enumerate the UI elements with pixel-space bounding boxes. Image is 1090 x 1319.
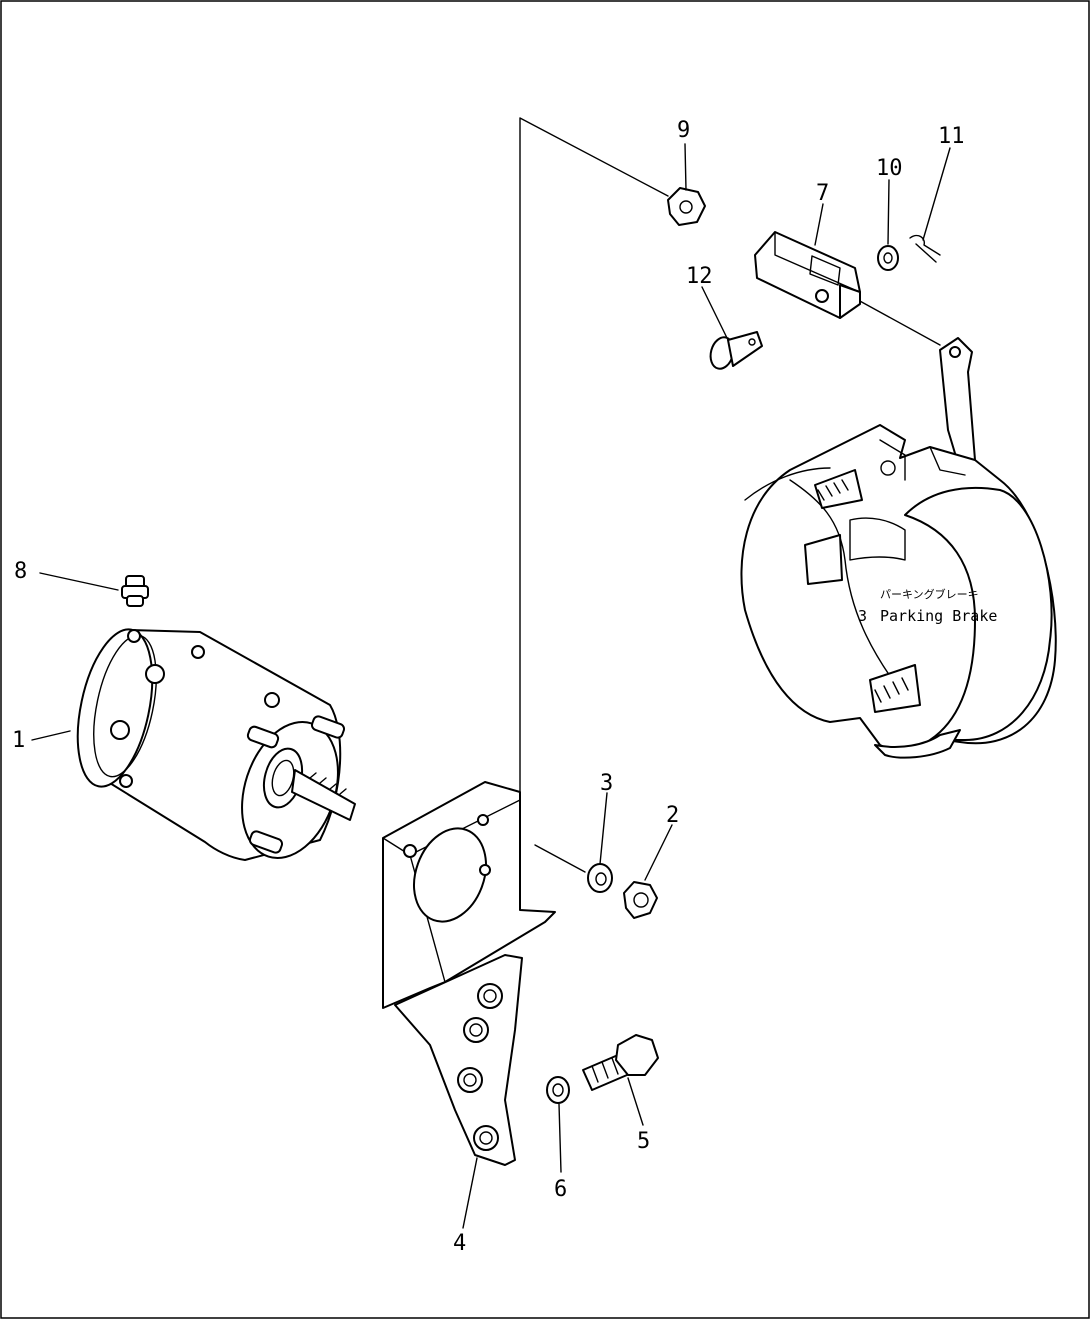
parking-brake-label-prefix: 3: [858, 607, 867, 625]
part-4-bracket: [382, 781, 556, 1166]
parking-brake-assembly: [740, 337, 1057, 759]
callout-7: 7: [816, 181, 829, 206]
leader-12: [701, 286, 729, 341]
callout-4: 4: [453, 1231, 466, 1256]
leader-3: [599, 792, 608, 865]
part-12-clevis-pin: [709, 331, 763, 370]
leader-4: [462, 1157, 478, 1229]
part-1-motor: [76, 628, 356, 861]
part-5-bolt: [582, 1034, 659, 1091]
leader-5: [627, 1077, 644, 1126]
callout-6: 6: [554, 1177, 567, 1202]
part-9-nut: [667, 187, 706, 226]
parking-brake-label-en: Parking Brake: [880, 607, 997, 625]
part-11-cotter-pin: [909, 234, 941, 263]
part-10-washer: [877, 245, 899, 271]
part-6-washer: [546, 1076, 570, 1104]
callout-9: 9: [677, 118, 690, 143]
parking-brake-label: パーキングブレーキ 3 Parking Brake: [858, 587, 997, 625]
leader-9: [684, 143, 687, 191]
part-2-nut: [623, 881, 658, 919]
parking-brake-label-jp: パーキングブレーキ: [880, 587, 979, 601]
callout-numbers: 1 8 9 7 10 11 12 3 2 5 6 4: [12, 118, 965, 1256]
part-7-clevis: [754, 231, 861, 319]
leader-lines: [31, 143, 951, 1229]
callout-10: 10: [876, 156, 903, 181]
callout-1: 1: [12, 728, 25, 753]
callout-11: 11: [938, 124, 965, 149]
leader-2: [644, 824, 673, 881]
callout-12: 12: [686, 264, 713, 289]
leader-7: [814, 203, 824, 246]
leader-1: [31, 730, 71, 741]
callout-5: 5: [637, 1129, 650, 1154]
leader-8: [39, 572, 119, 591]
leader-11: [922, 147, 951, 241]
callout-2: 2: [666, 803, 679, 828]
part-8-breather: [121, 575, 149, 607]
leader-6: [558, 1103, 562, 1173]
callout-3: 3: [600, 771, 613, 796]
callout-8: 8: [14, 559, 27, 584]
part-3-washer: [587, 863, 613, 893]
leader-10: [887, 179, 890, 245]
